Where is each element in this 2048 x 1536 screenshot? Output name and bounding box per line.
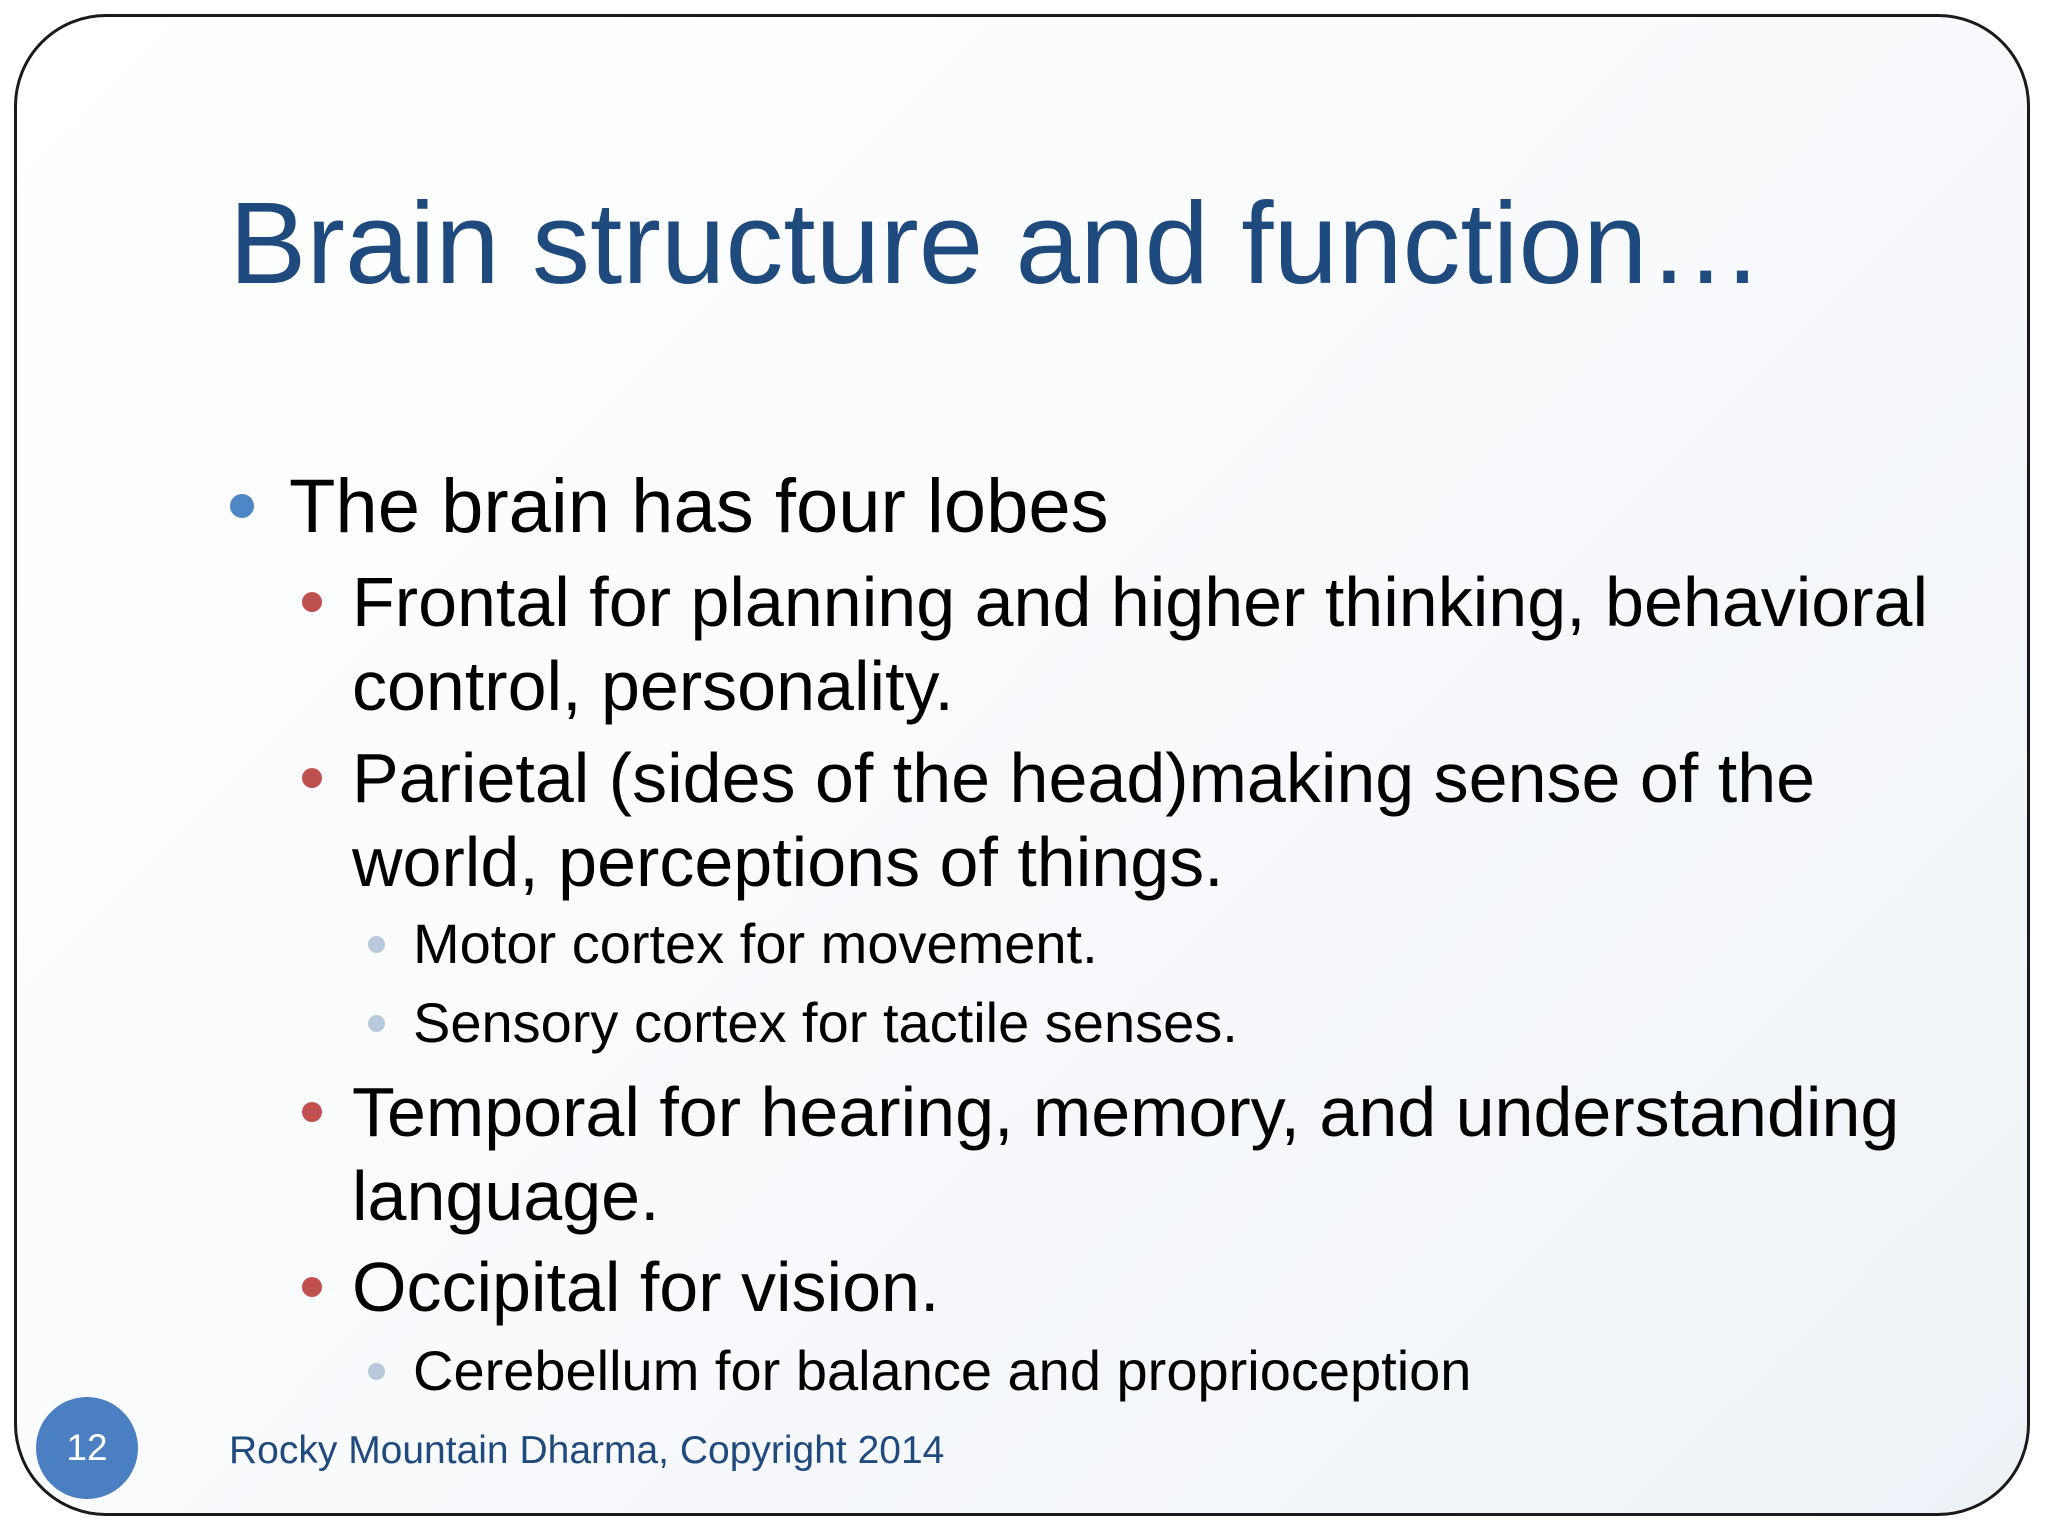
bullet-text: The brain has four lobes bbox=[289, 464, 1109, 549]
sub-sub-bullet-item: Motor cortex for movement. bbox=[368, 910, 1098, 977]
sub-bullet-dot-icon bbox=[302, 592, 322, 612]
sub-bullet-dot-icon bbox=[302, 1102, 322, 1122]
bullet-item: The brain has four lobes bbox=[230, 461, 1109, 552]
footer-copyright: Rocky Mountain Dharma, Copyright 2014 bbox=[229, 1429, 945, 1472]
sub-sub-bullet-text: Motor cortex for movement. bbox=[413, 912, 1098, 975]
sub-bullet-text: Temporal for hearing, memory, and unders… bbox=[352, 1073, 1900, 1235]
sub-bullet-text: Occipital for vision. bbox=[352, 1248, 940, 1326]
bullet-list: The brain has four lobes Frontal for pla… bbox=[17, 17, 2027, 1513]
slide-title: Brain structure and function… bbox=[229, 178, 1764, 308]
sub-sub-bullet-text: Cerebellum for balance and proprioceptio… bbox=[413, 1339, 1472, 1402]
sub-sub-bullet-item: Cerebellum for balance and proprioceptio… bbox=[368, 1337, 1472, 1404]
sub-bullet-dot-icon bbox=[302, 1277, 322, 1297]
sub-bullet-text: Frontal for planning and higher thinking… bbox=[352, 563, 1929, 725]
sub-sub-bullet-dot-icon bbox=[368, 936, 385, 953]
sub-sub-bullet-item: Sensory cortex for tactile senses. bbox=[368, 989, 1238, 1056]
sub-bullet-item: Temporal for hearing, memory, and unders… bbox=[302, 1070, 1952, 1238]
sub-bullet-item: Occipital for vision. bbox=[302, 1245, 1952, 1329]
sub-bullet-item: Frontal for planning and higher thinking… bbox=[302, 560, 1952, 728]
sub-sub-bullet-dot-icon bbox=[368, 1363, 385, 1380]
sub-bullet-text: Parietal (sides of the head)making sense… bbox=[352, 739, 1816, 901]
sub-sub-bullet-dot-icon bbox=[368, 1015, 385, 1032]
bullet-dot-icon bbox=[230, 494, 254, 518]
sub-sub-bullet-text: Sensory cortex for tactile senses. bbox=[413, 991, 1238, 1054]
sub-bullet-item: Parietal (sides of the head)making sense… bbox=[302, 736, 1952, 904]
slide-frame: Brain structure and function… The brain … bbox=[14, 14, 2030, 1516]
page-number-badge: 12 bbox=[36, 1397, 138, 1499]
sub-bullet-dot-icon bbox=[302, 768, 322, 788]
